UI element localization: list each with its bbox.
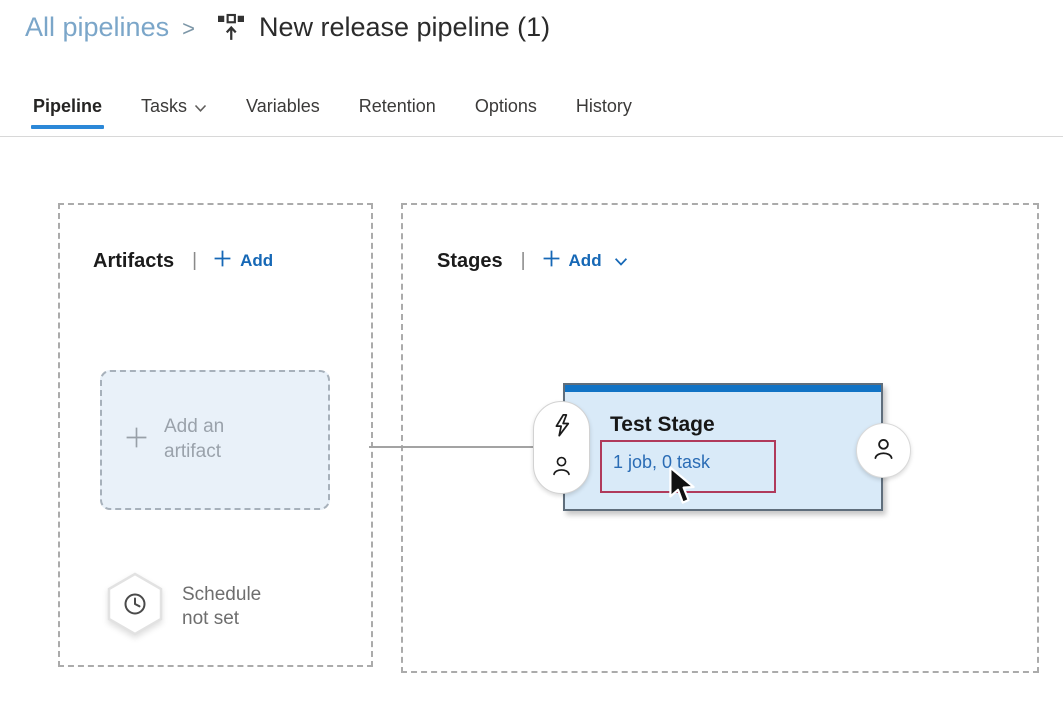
- plus-icon: [542, 249, 561, 273]
- breadcrumb-separator: >: [182, 16, 195, 41]
- stage-jobs-tasks-link[interactable]: 1 job, 0 task: [613, 452, 711, 472]
- artifacts-title: Artifacts: [93, 249, 175, 272]
- schedule-hexagon: [106, 572, 164, 641]
- clock-icon: [124, 593, 146, 615]
- stages-panel-header: Stages | Add: [437, 249, 628, 273]
- add-stage-button[interactable]: Add: [542, 249, 628, 273]
- schedule-status-label: Schedule not set: [182, 583, 262, 629]
- breadcrumb: All pipelines > New release pipeline (1): [25, 12, 550, 43]
- stage-card-top-bar: [565, 385, 881, 392]
- tab-tasks[interactable]: Tasks: [141, 92, 207, 128]
- tab-history[interactable]: History: [575, 95, 632, 116]
- schedule-trigger[interactable]: Schedule not set: [106, 572, 286, 641]
- stage-name: Test Stage: [610, 413, 715, 436]
- person-icon: [870, 435, 897, 467]
- tab-pipeline[interactable]: Pipeline: [30, 94, 105, 129]
- plus-icon: [124, 425, 149, 455]
- artifacts-panel-header: Artifacts | Add: [93, 249, 273, 273]
- release-pipeline-icon: [216, 13, 246, 43]
- tab-variables[interactable]: Variables: [246, 95, 320, 116]
- add-an-artifact-box[interactable]: Add an artifact: [100, 370, 330, 510]
- person-icon: [549, 453, 574, 483]
- tab-options[interactable]: Options: [474, 95, 537, 116]
- tab-retention[interactable]: Retention: [358, 95, 436, 116]
- add-artifact-button[interactable]: Add: [213, 249, 273, 273]
- stages-divider: |: [520, 250, 526, 271]
- plus-icon: [213, 249, 232, 273]
- tab-bar: Pipeline Tasks Variables Retention Optio…: [0, 90, 1063, 137]
- stages-title: Stages: [437, 249, 503, 272]
- artifacts-divider: |: [192, 250, 198, 271]
- lightning-icon: [549, 412, 575, 444]
- pre-deployment-conditions-button[interactable]: [533, 401, 590, 494]
- chevron-down-icon: [194, 97, 207, 118]
- breadcrumb-all-pipelines-link[interactable]: All pipelines: [25, 12, 170, 42]
- page-title: New release pipeline (1): [258, 12, 551, 42]
- artifact-stage-connector-line: [369, 446, 541, 448]
- chevron-down-icon: [614, 254, 628, 272]
- post-deployment-conditions-button[interactable]: [856, 423, 911, 478]
- add-artifact-placeholder-label: Add an artifact: [164, 416, 225, 462]
